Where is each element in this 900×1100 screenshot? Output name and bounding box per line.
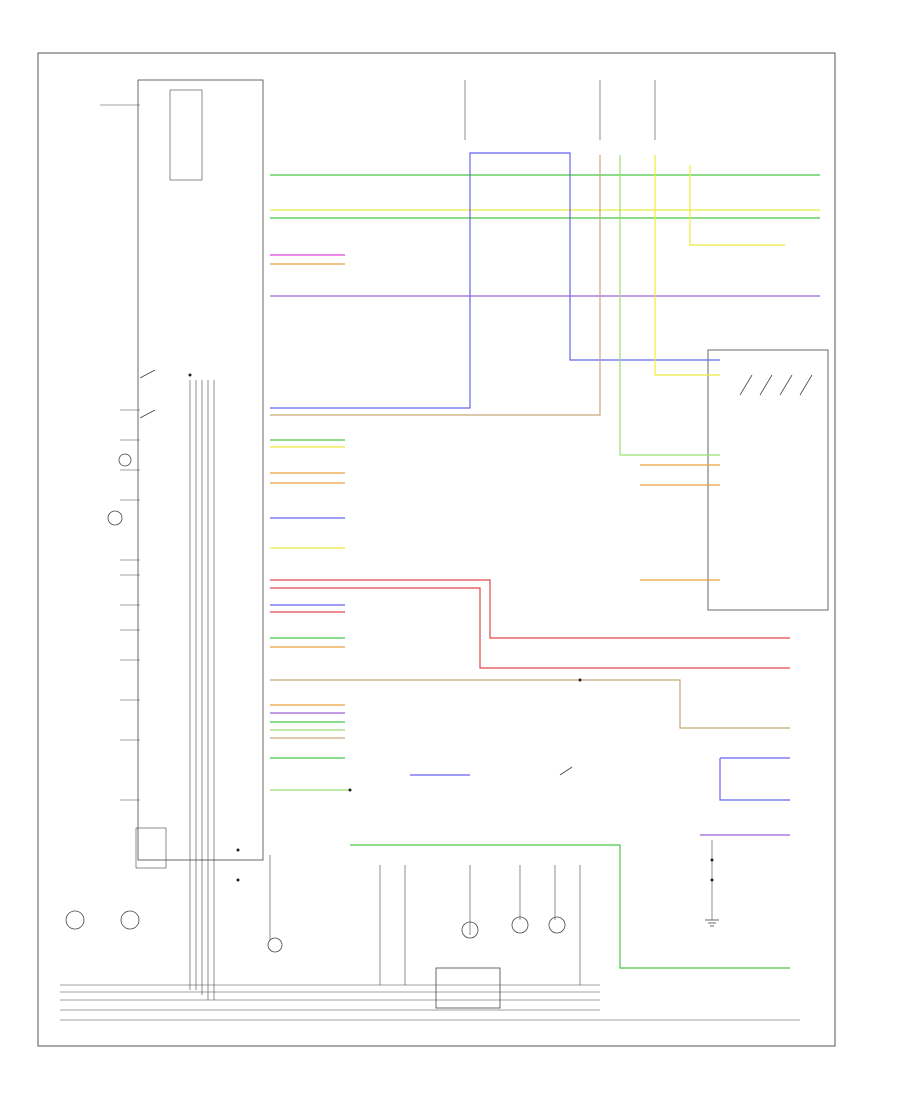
wire-red-1 (270, 579, 790, 639)
lamp-icon (65, 910, 85, 930)
component-box-left (135, 827, 167, 869)
diagram-frame (37, 52, 836, 1047)
lamp-icon (461, 921, 479, 939)
ground-runs (60, 984, 800, 1021)
ground-symbols (705, 919, 719, 927)
gauge-icon (118, 453, 132, 467)
wire-green-3 (619, 155, 720, 456)
gauge-icon (107, 510, 123, 526)
wire-tan-1 (270, 155, 601, 416)
relay-box-bottom (435, 967, 501, 1009)
wire-blue-1 (270, 152, 720, 409)
lamp-icon (511, 916, 529, 934)
control-module-box (137, 79, 264, 861)
lamp-icon (120, 910, 140, 930)
wire-yellow-2 (654, 155, 720, 376)
wire-blue-5 (719, 758, 790, 801)
wire-set (270, 152, 820, 969)
lamp-components (65, 453, 566, 953)
wire-tan-2 (270, 679, 790, 729)
left-harness-bundle (189, 380, 215, 1000)
switch-contacts (139, 369, 813, 776)
wire-yellow-3 (689, 165, 785, 246)
fuse-box-right (707, 349, 829, 611)
lamp-icon (267, 937, 283, 953)
splice-dots (188, 373, 714, 882)
pin-stubs (100, 80, 713, 985)
lamp-icon (548, 916, 566, 934)
wire-red-2 (270, 587, 790, 669)
wire-green-10 (350, 844, 790, 969)
module-inner-box (169, 89, 203, 181)
